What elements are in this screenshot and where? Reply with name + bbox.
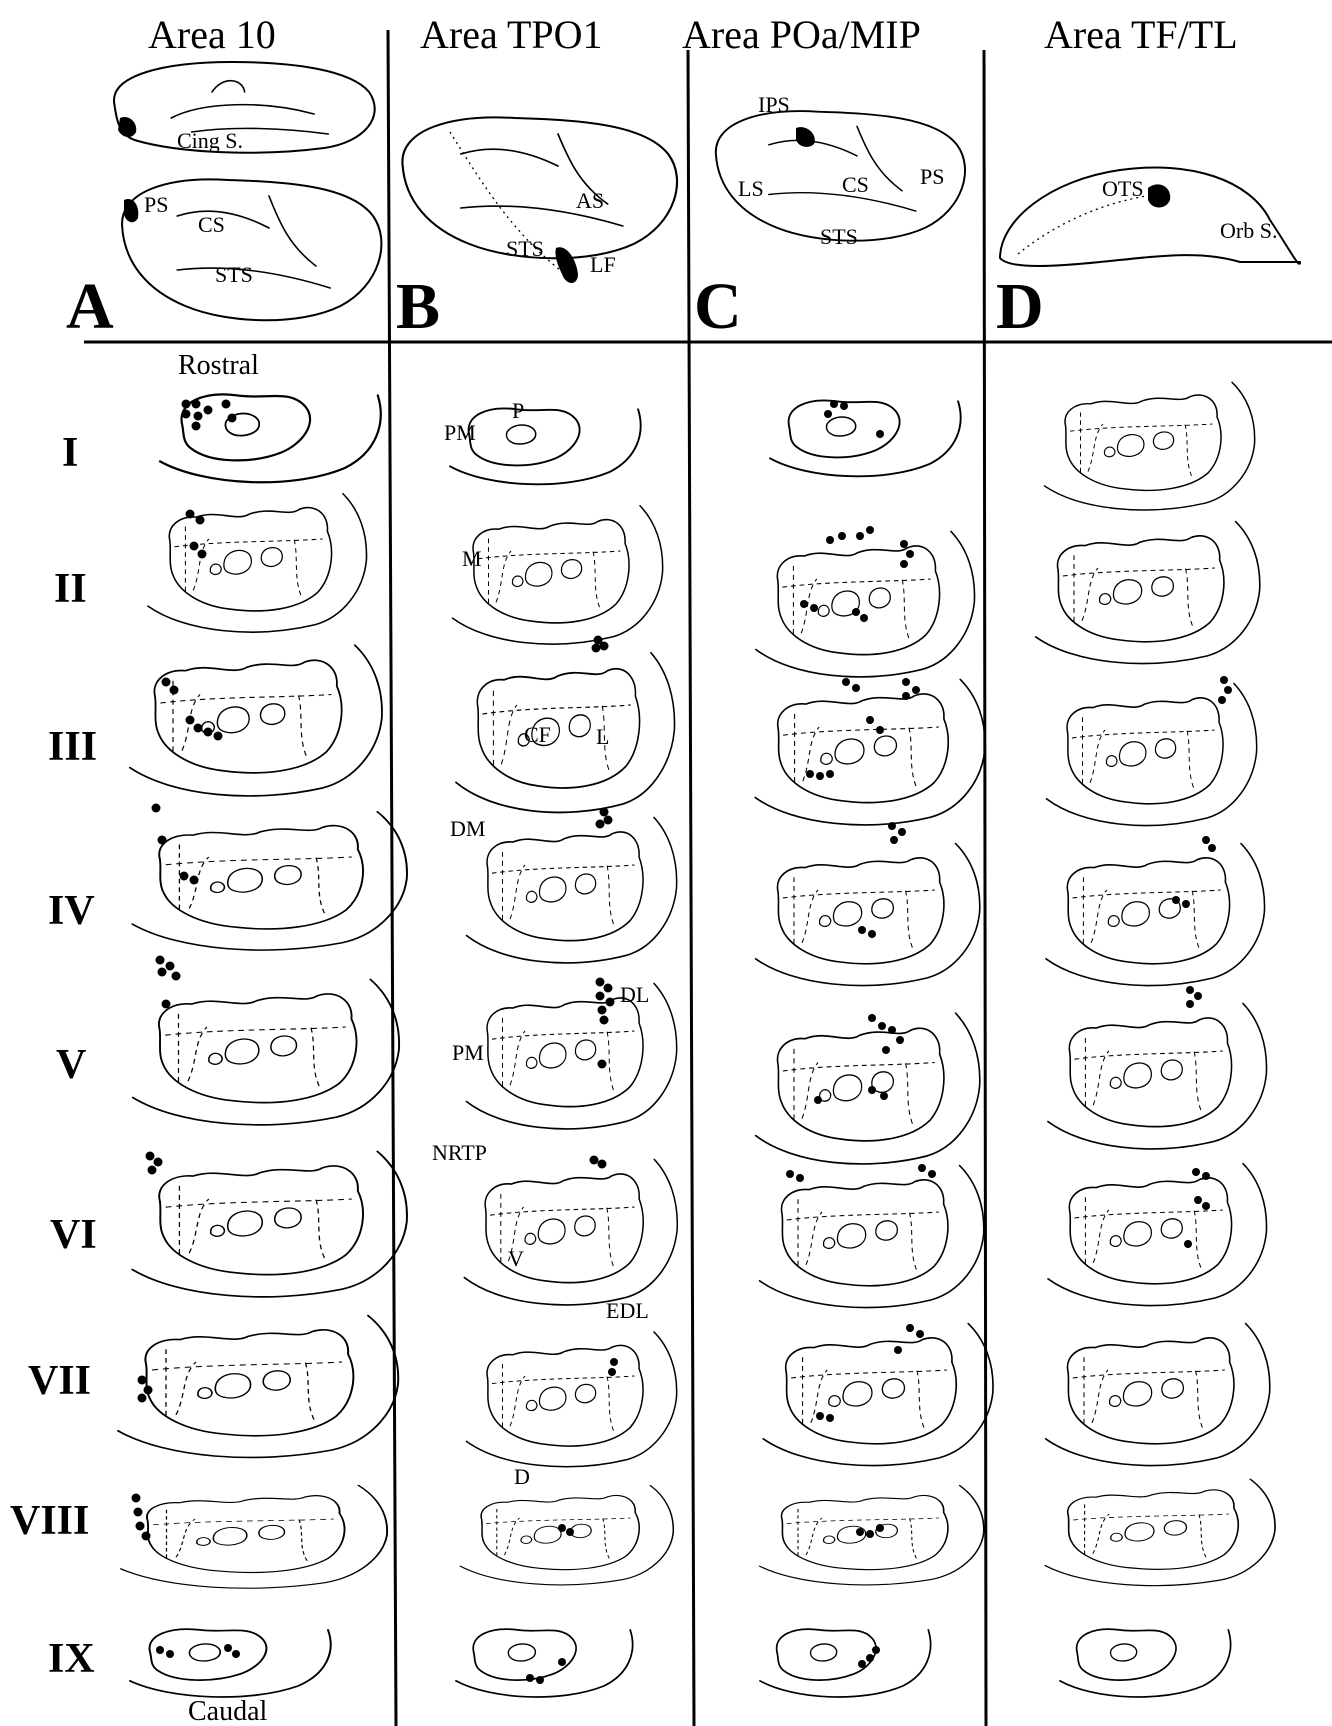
nucleus-label-v-vi: V: [508, 1246, 524, 1271]
section-b-vi: [464, 1156, 677, 1305]
section-c-vii: [763, 1324, 993, 1466]
brain-sketch-d: [1000, 167, 1300, 266]
panel-label-a: A: [66, 270, 114, 343]
section-d-vi: [1048, 1164, 1267, 1306]
orientation-caudal: Caudal: [188, 1696, 268, 1726]
sulcus-label-ls: LS: [738, 176, 764, 201]
section-d-iv: [1046, 836, 1265, 985]
section-d-ix: [1060, 1629, 1231, 1697]
section-a-i: [160, 394, 381, 482]
section-c-i: [770, 400, 961, 476]
column-title-b: Area TPO1: [420, 12, 603, 57]
panel-label-b: B: [396, 270, 440, 343]
level-label-ii: II: [54, 566, 87, 612]
section-a-vi: [132, 1151, 407, 1296]
column-divider-ab: [388, 30, 396, 1726]
section-b-iii: [456, 636, 675, 813]
section-c-iii: [755, 678, 985, 825]
sulcus-label-cing: Cing S.: [177, 128, 243, 153]
brain-sketch-a-medial: [114, 62, 375, 153]
section-c-ix: [760, 1629, 931, 1697]
section-a-viii: [121, 1485, 387, 1588]
nucleus-label-dm-iv: DM: [450, 816, 485, 841]
section-c-iv: [756, 822, 980, 985]
column-title-a: Area 10: [148, 12, 276, 57]
sulcus-label-as: AS: [576, 188, 604, 213]
section-b-ix: [456, 1629, 633, 1697]
section-c-vi: [760, 1164, 984, 1307]
section-d-i: [1045, 382, 1255, 510]
level-label-vi: VI: [50, 1212, 97, 1258]
level-label-iv: IV: [48, 888, 95, 934]
section-a-ix: [130, 1629, 331, 1697]
level-label-i: I: [62, 430, 78, 476]
nucleus-label-pm-v: PM: [452, 1040, 484, 1065]
nucleus-label-nrtp-vi: NRTP: [432, 1140, 487, 1165]
column-divider-cd: [984, 50, 986, 1726]
sulcus-label-ps-c: PS: [920, 164, 944, 189]
section-a-v: [133, 956, 399, 1125]
section-b-vii: [467, 1332, 677, 1467]
panel-label-d: D: [996, 270, 1044, 343]
sulcus-label-sts-c: STS: [820, 224, 858, 249]
sulcus-label-sts-b: STS: [506, 236, 544, 261]
section-c-v: [756, 1013, 980, 1164]
nucleus-label-dl-v: DL: [620, 982, 649, 1007]
level-label-viii: VIII: [10, 1498, 89, 1544]
section-b-iv: [467, 808, 677, 963]
section-d-ii: [1036, 522, 1260, 664]
nucleus-label-pm-i: PM: [444, 420, 476, 445]
nucleus-label-l-iii: L: [596, 724, 609, 749]
section-d-vii: [1046, 1324, 1270, 1466]
sulcus-label-cs-c: CS: [842, 172, 869, 197]
orientation-rostral: Rostral: [178, 350, 259, 381]
sulcus-label-orb: Orb S.: [1220, 218, 1277, 243]
section-a-iii: [130, 645, 382, 796]
nucleus-label-d-viii: D: [514, 1464, 530, 1489]
level-label-ix: IX: [48, 1636, 95, 1682]
section-a-ii: [148, 494, 367, 632]
section-b-ii: [453, 506, 663, 644]
section-c-ii: [756, 526, 975, 677]
sulcus-label-ots: OTS: [1102, 176, 1144, 201]
sulcus-label-sts-a: STS: [215, 262, 253, 287]
level-label-vii: VII: [28, 1358, 91, 1404]
column-title-d: Area TF/TL: [1044, 12, 1238, 57]
nucleus-label-edl-vii: EDL: [606, 1298, 649, 1323]
panel-label-c: C: [694, 270, 742, 343]
sulcus-label-ips: IPS: [758, 92, 790, 117]
section-b-i: [450, 408, 641, 484]
level-label-iii: III: [48, 724, 97, 770]
sulcus-label-cs-a: CS: [198, 212, 225, 237]
section-d-v: [1048, 986, 1267, 1149]
nucleus-label-cf-iii: CF: [524, 722, 551, 747]
section-b-viii: [460, 1486, 673, 1585]
section-c-viii: [760, 1486, 984, 1585]
section-d-iii: [1047, 676, 1257, 825]
nucleus-label-p-i: P: [512, 398, 524, 423]
sulcus-label-ps-a: PS: [144, 192, 168, 217]
column-title-c: Area POa/MIP: [682, 12, 921, 57]
sulcus-label-lf: LF: [590, 252, 616, 277]
section-a-vii: [118, 1316, 398, 1458]
nucleus-label-m-ii: M: [462, 546, 482, 571]
section-a-iv: [132, 804, 407, 951]
level-label-v: V: [56, 1042, 86, 1088]
section-d-viii: [1045, 1479, 1275, 1585]
